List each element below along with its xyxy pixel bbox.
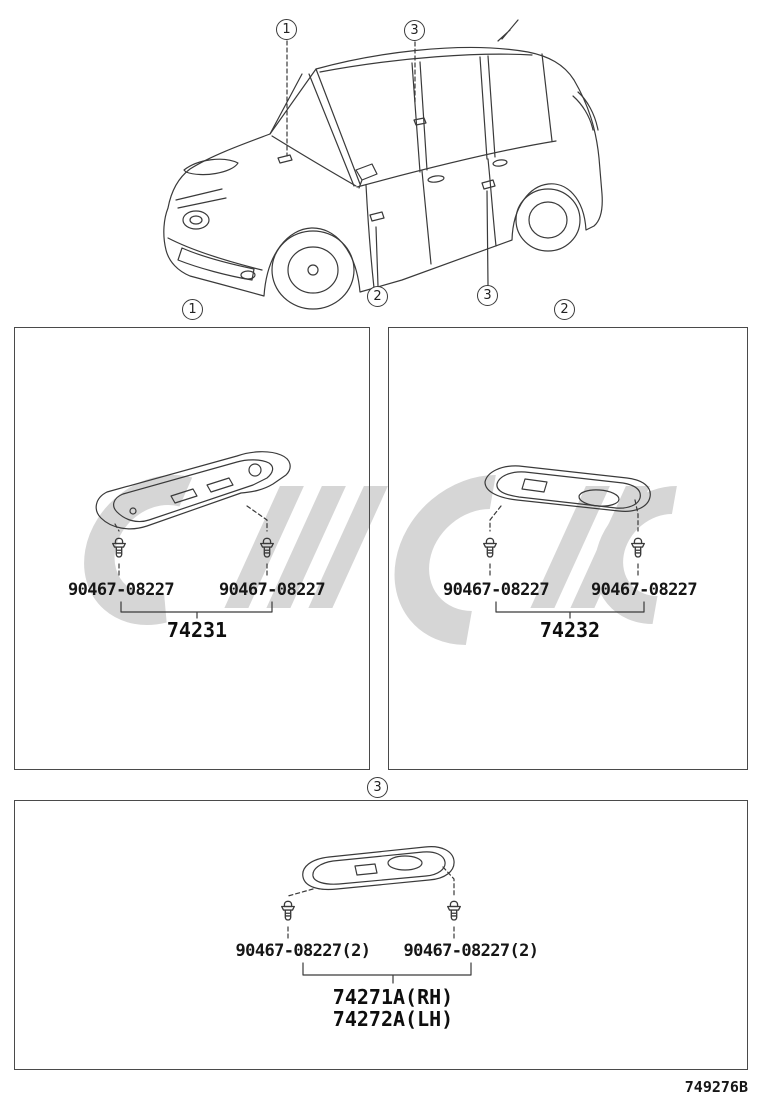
rear-wheel <box>515 188 581 252</box>
switch-bezel-74271 <box>302 846 455 891</box>
car-body <box>163 19 603 297</box>
callout-2-car: 2 <box>367 286 388 307</box>
part-number-bracket <box>495 601 645 619</box>
switch-panel-marks <box>277 117 496 222</box>
callout-1-box: 1 <box>182 299 203 320</box>
clip-part-number: 90467-08227(2) <box>235 941 371 961</box>
clip-icon <box>631 537 645 558</box>
clip-part-number: 90467-08227(2) <box>403 941 539 961</box>
parts-box-74232: 90467-08227 90467-08227 74232 <box>388 327 748 770</box>
callout-3-car: 3 <box>477 285 498 306</box>
switch-bezel-74232 <box>484 465 651 512</box>
clip-icon <box>483 537 497 558</box>
part-number-74231: 74231 <box>166 618 228 642</box>
callout-1-top: 1 <box>276 19 297 40</box>
clip-icon <box>447 900 461 921</box>
parts-box-74271: 90467-08227(2) 90467-08227(2) 74271A(RH)… <box>14 800 748 1070</box>
clip-part-number: 90467-08227 <box>219 580 326 600</box>
box3-line-art <box>281 846 472 984</box>
part-number-bracket <box>302 962 472 984</box>
part-number-74271a-rh: 74271A(RH) <box>332 985 454 1009</box>
car-illustration <box>163 19 603 310</box>
clip-part-number: 90467-08227 <box>591 580 698 600</box>
part-number-bracket <box>120 601 273 619</box>
callout-2-box: 2 <box>554 299 575 320</box>
door-mirror <box>355 163 378 189</box>
box2-line-art <box>483 465 651 619</box>
box1-line-art <box>95 451 291 619</box>
car-front-details <box>167 158 263 281</box>
clip-part-number: 90467-08227 <box>443 580 550 600</box>
clip-icon <box>260 537 274 558</box>
switch-bezel-74231 <box>95 451 291 530</box>
clip-leader-lines <box>489 499 639 579</box>
part-number-74272a-lh: 74272A(LH) <box>332 1007 454 1031</box>
door-handles <box>427 159 508 183</box>
clip-leader-lines <box>287 866 455 940</box>
callout-3-top: 3 <box>404 20 425 41</box>
callout-3-box: 3 <box>367 777 388 798</box>
clip-leader-lines <box>114 505 268 579</box>
figure-code: 749276B <box>684 1078 748 1096</box>
part-number-74232: 74232 <box>539 618 601 642</box>
clip-icon <box>281 900 295 921</box>
clip-icon <box>111 537 127 558</box>
clip-part-number: 90467-08227 <box>68 580 175 600</box>
parts-box-74231: 90467-08227 90467-08227 74231 <box>14 327 370 770</box>
front-wheel <box>271 230 355 310</box>
